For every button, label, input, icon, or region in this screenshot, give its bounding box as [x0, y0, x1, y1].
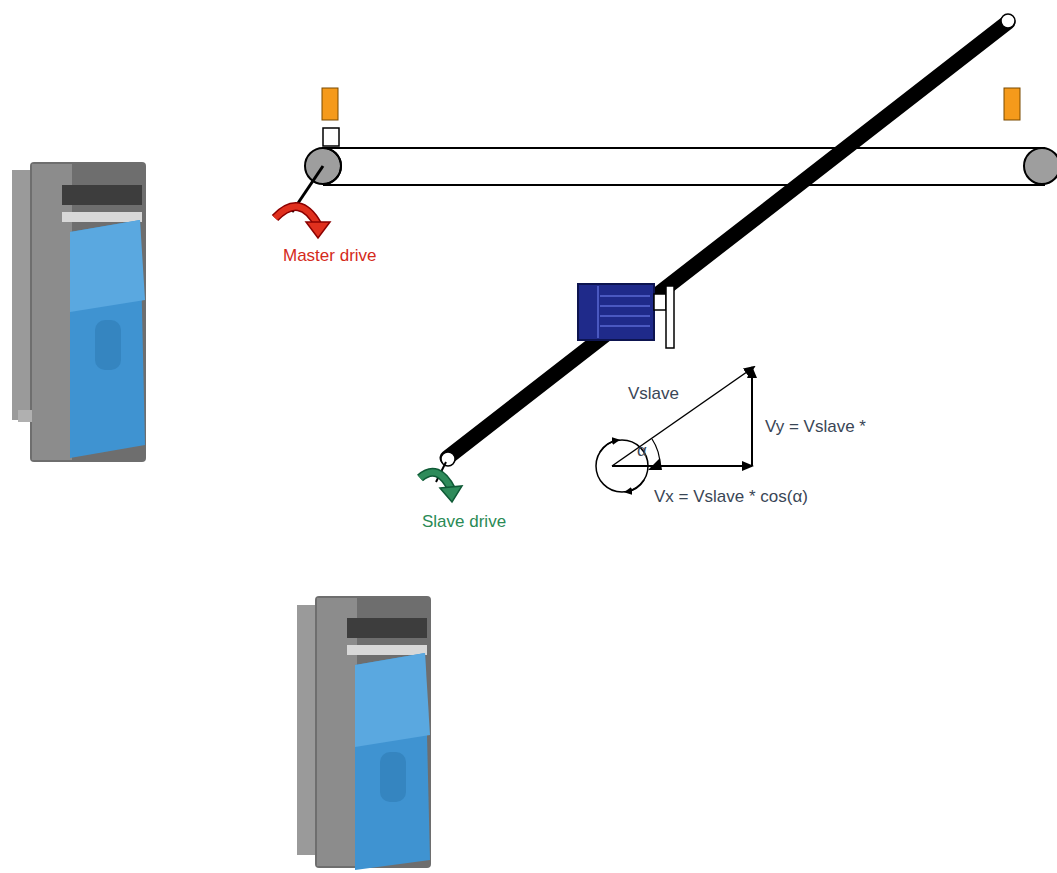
vector-formula: Vx = Vslave * cos(α) [654, 487, 808, 507]
pulley [441, 452, 455, 466]
arrow-head [306, 222, 330, 238]
sensor [1004, 88, 1020, 120]
frequency-inverter [12, 162, 146, 462]
pulley [1001, 14, 1015, 28]
drive-label: Master drive [283, 246, 377, 266]
drive-label: Slave drive [422, 512, 506, 532]
angle-label: α [637, 441, 647, 461]
arrow-head [440, 486, 462, 502]
mark [323, 128, 339, 146]
carriage-motor [578, 284, 674, 348]
frequency-inverter [297, 596, 431, 870]
sensor [322, 88, 338, 120]
slave-shaft [447, 22, 1008, 458]
conveyor-belt [292, 148, 1057, 212]
vector-diagram [596, 367, 754, 492]
vector-label: Vslave [628, 384, 679, 404]
vector-formula: Vy = Vslave * [765, 417, 866, 437]
